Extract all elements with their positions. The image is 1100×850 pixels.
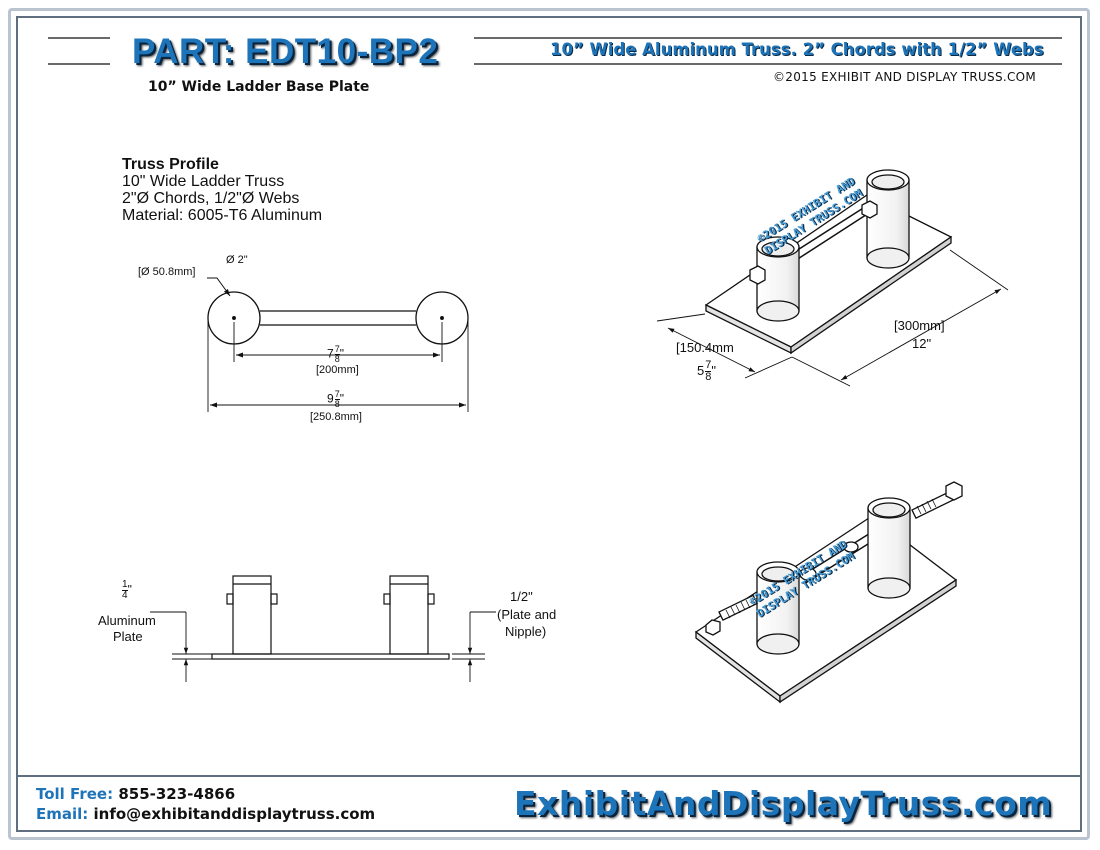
sheet-inner-frame — [16, 16, 1082, 832]
plate-label-line1: Aluminum — [98, 613, 156, 628]
truss-profile-line: 10" Wide Ladder Truss — [122, 173, 285, 190]
isometric-assembled-view — [656, 169, 1009, 387]
iso-nipple-back — [866, 179, 910, 259]
outer-span-mm: [250.8mm] — [310, 411, 362, 423]
chord-diameter-leader — [207, 277, 231, 297]
footer-email: Email: info@exhibitanddisplaytruss.com — [36, 805, 375, 823]
truss-profile-line: 2"Ø Chords, 1/2"Ø Webs — [122, 190, 300, 207]
side-nipple-left — [232, 575, 272, 655]
footer-toll-free: Toll Free: 855-323-4866 — [36, 785, 235, 803]
side-nipple-right — [389, 575, 429, 655]
inner-span-mm: [200mm] — [316, 364, 359, 376]
toll-free-label: Toll Free: — [36, 785, 114, 803]
truss-profile-view — [207, 277, 469, 412]
iso-length-mm: [300mm] — [894, 318, 945, 333]
website-link[interactable]: ExhibitAndDisplayTruss.com — [514, 784, 1053, 823]
nipple-dim-line2: (Plate and — [497, 607, 557, 622]
chord-dia-in: Ø 2" — [226, 254, 248, 266]
plate-label-line2: Plate — [113, 629, 143, 644]
iso-width-mm: [150.4mm — [676, 340, 734, 355]
nipple-dim-line3: Nipple) — [505, 624, 547, 639]
chord-dia-mm: [Ø 50.8mm] — [138, 266, 196, 278]
iso-exploded-nipple-back — [867, 507, 911, 589]
truss-profile-heading: Truss Profile — [122, 156, 219, 173]
title-rules — [48, 37, 1062, 65]
truss-profile-line: Material: 6005-T6 Aluminum — [122, 207, 323, 224]
nipple-dim-line1: 1/2" — [510, 589, 533, 604]
toll-free-number[interactable]: 855-323-4866 — [118, 785, 236, 803]
part-subtitle: 10” Wide Ladder Base Plate — [148, 79, 370, 95]
side-elevation-view — [150, 575, 496, 682]
truss-profile-notes: Truss Profile 10" Wide Ladder Truss 2"Ø … — [122, 156, 322, 224]
copyright-notice: ©2015 EXHIBIT AND DISPLAY TRUSS.COM — [773, 70, 1037, 84]
email-address[interactable]: info@exhibitanddisplaytruss.com — [93, 805, 376, 823]
isometric-exploded-view — [694, 481, 963, 704]
email-label: Email: — [36, 805, 89, 823]
iso-length-dim-line — [840, 288, 1002, 381]
side-base-plate — [211, 653, 450, 660]
iso-width-dim-line — [667, 327, 756, 373]
part-number: PART: EDT10-BP2 — [132, 32, 439, 71]
sheet-outer-frame — [8, 8, 1090, 840]
iso-length-in: 12" — [912, 336, 932, 351]
header-title: 10” Wide Aluminum Truss. 2” Chords with … — [550, 40, 1044, 59]
